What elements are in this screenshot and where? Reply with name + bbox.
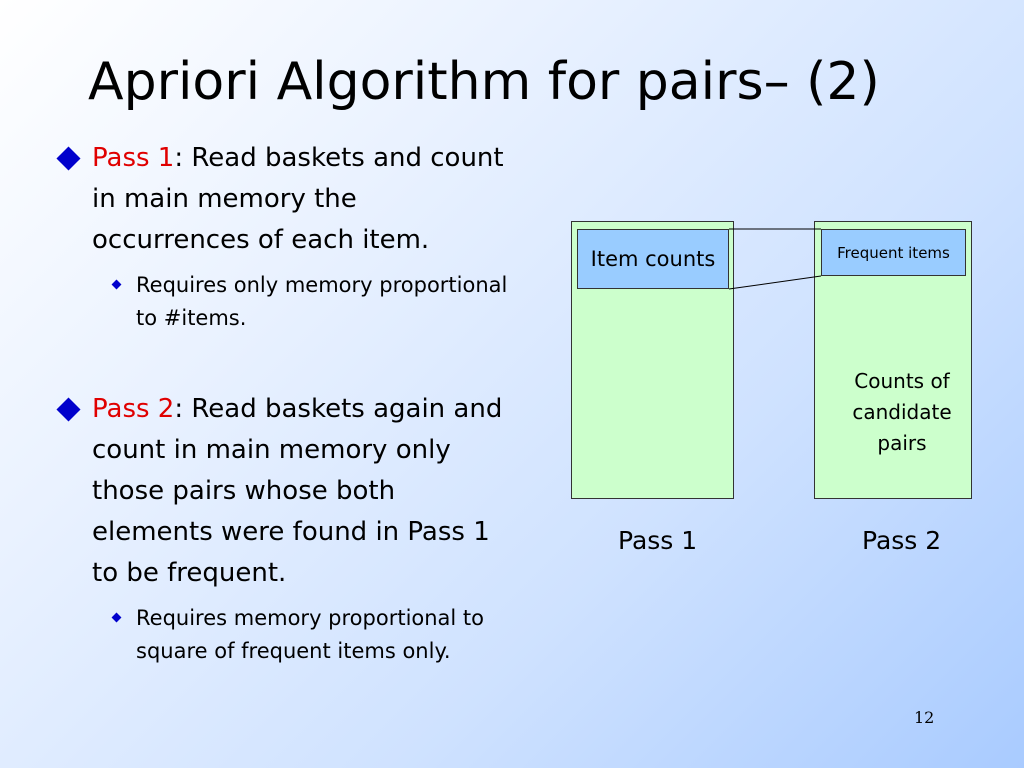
sub-bullet-pass-1: Requires only memory proportional to #it… <box>54 269 514 335</box>
pass-1-text: : Read baskets and count in main memory … <box>92 143 504 255</box>
pass-2-sub-text: Requires memory proportional to square o… <box>136 606 485 663</box>
bullet-pass-1: Pass 1: Read baskets and count in main m… <box>54 138 514 261</box>
bullet-list: Pass 1: Read baskets and count in main m… <box>54 138 514 668</box>
pass-1-sub-text: Requires only memory proportional to #it… <box>136 273 508 330</box>
small-diamond-bullet-icon <box>111 279 122 290</box>
connector-bottom-line <box>728 275 822 290</box>
pass-2-label: Pass 2 <box>92 394 175 424</box>
pass-1-caption: Pass 1 <box>618 526 698 555</box>
bullet-pass-2: Pass 2: Read baskets again and count in … <box>54 389 514 594</box>
slide-title: Apriori Algorithm for pairs– (2) <box>88 52 880 112</box>
sub-bullet-pass-2: Requires memory proportional to square o… <box>54 602 514 668</box>
frequent-items-box: Frequent items <box>821 229 966 276</box>
diamond-bullet-icon <box>56 397 81 422</box>
item-counts-box: Item counts <box>577 229 729 289</box>
frequent-items-label: Frequent items <box>837 243 950 262</box>
pass-2-text: : Read baskets again and count in main m… <box>92 394 503 588</box>
diamond-bullet-icon <box>56 146 81 171</box>
pass-2-caption: Pass 2 <box>862 526 942 555</box>
page-number: 12 <box>914 708 935 727</box>
pass-1-label: Pass 1 <box>92 143 175 173</box>
item-counts-label: Item counts <box>590 247 716 271</box>
candidate-pairs-label: Counts of candidate pairs <box>852 369 952 455</box>
small-diamond-bullet-icon <box>111 612 122 623</box>
